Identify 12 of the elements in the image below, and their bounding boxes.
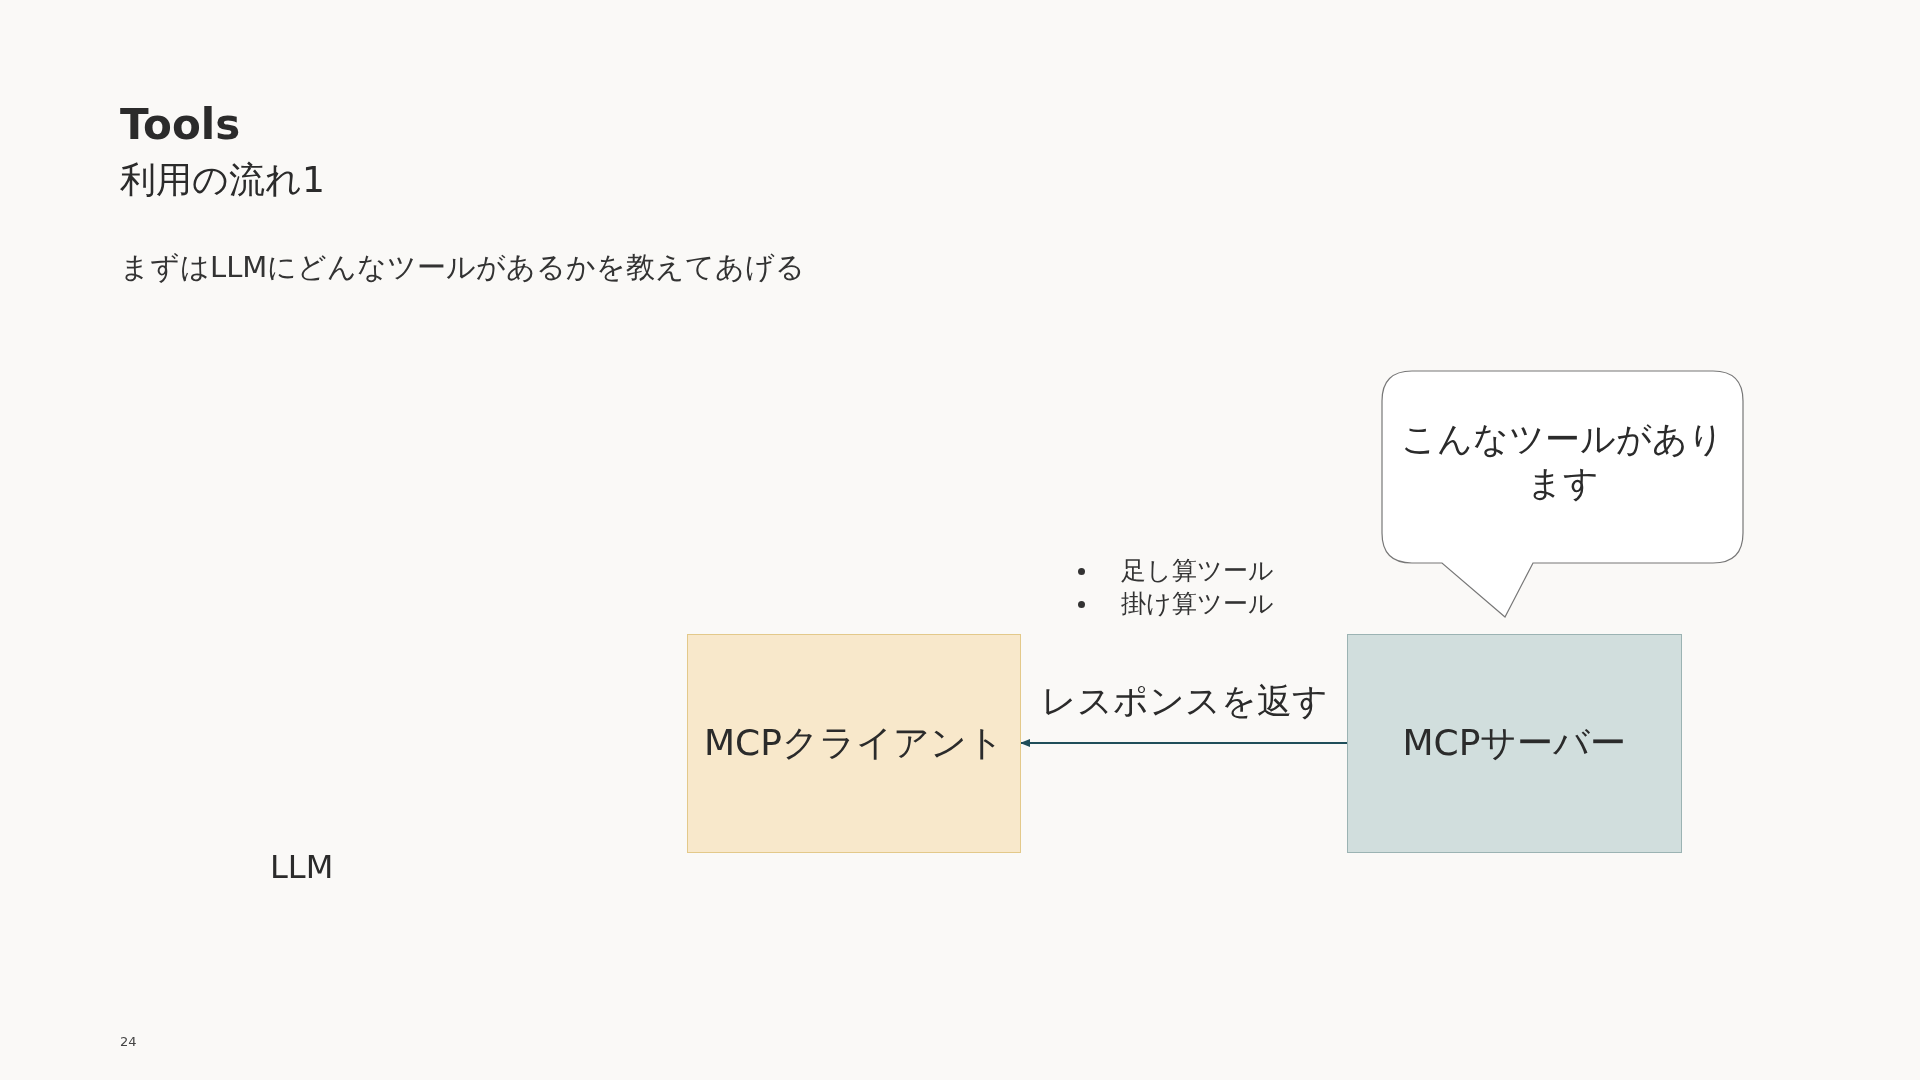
bullet-item: 足し算ツール [1121,556,1274,586]
speech-bubble [1381,370,1744,619]
bullet-item: 掛け算ツール [1121,589,1274,619]
bubble-text: こんなツールがあります [1401,418,1724,505]
page-number: 24 [120,1034,137,1050]
server-box: MCPサーバー [1347,634,1682,853]
slide-subtitle: 利用の流れ1 [120,158,325,202]
llm-label: LLM [270,848,334,887]
slide-title: Tools [120,104,241,146]
client-box: MCPクライアント [687,634,1021,853]
description-text: まずはLLMにどんなツールがあるかを教えてあげる [120,250,806,285]
arrow [1020,739,1348,747]
